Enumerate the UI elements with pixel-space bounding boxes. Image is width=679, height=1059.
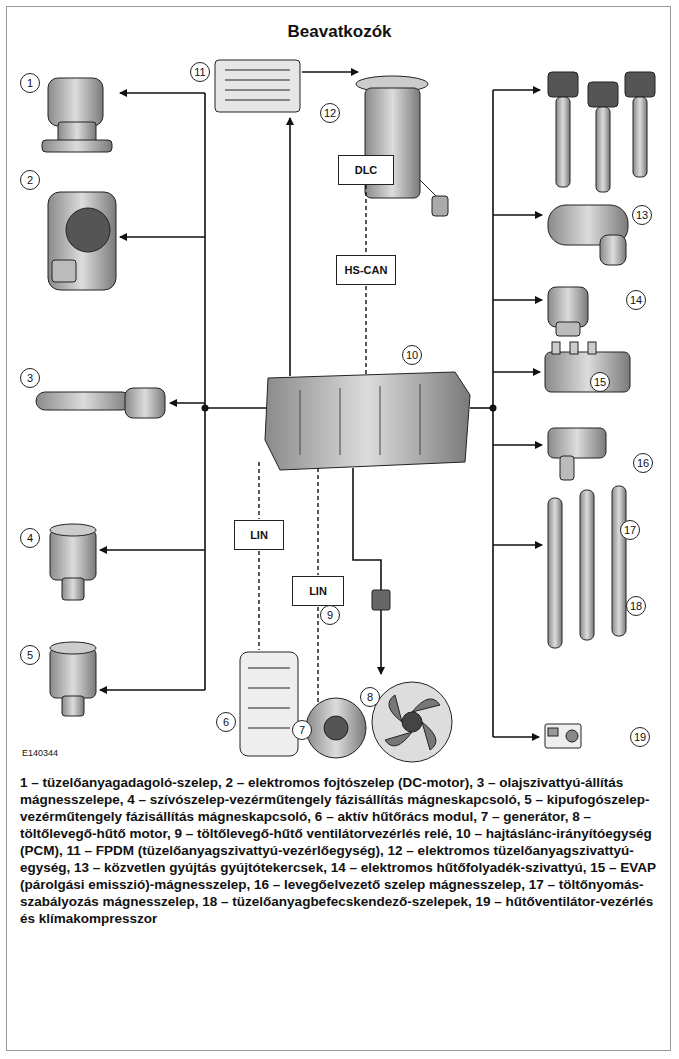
callout-number: 2 (20, 170, 40, 190)
bus-box: DLC (338, 155, 394, 185)
bus-connector (365, 185, 366, 255)
figure-caption: 1 – tüzelőanyagadagoló-szelep, 2 – elekt… (20, 774, 660, 927)
callout-number: 15 (590, 372, 610, 392)
callout-number: 18 (626, 596, 646, 616)
callout-number: 1 (20, 73, 40, 93)
callout-number: 7 (292, 720, 312, 740)
callout-number: 12 (320, 103, 340, 123)
callout-number: 5 (20, 645, 40, 665)
callout-number: 4 (20, 528, 40, 548)
callout-number: 14 (626, 290, 646, 310)
box-label: HS-CAN (345, 264, 388, 276)
callout-number: 16 (633, 453, 653, 473)
callout-number: 17 (620, 520, 640, 540)
bus-box: LIN (234, 520, 284, 550)
callout-number: 19 (630, 727, 650, 747)
box-label: LIN (309, 585, 327, 597)
callout-number: 11 (190, 62, 210, 82)
bus-box: LIN (292, 576, 344, 606)
box-label: DLC (355, 164, 378, 176)
callout-number: 13 (632, 205, 652, 225)
box-label: LIN (250, 529, 268, 541)
callout-number: 8 (360, 687, 380, 707)
callout-number: 6 (216, 712, 236, 732)
figure-code: E140344 (22, 748, 58, 758)
diagram-title: Beavatkozók (0, 22, 679, 42)
callout-number: 9 (320, 605, 340, 625)
callout-number: 10 (402, 345, 422, 365)
bus-box: HS-CAN (336, 255, 396, 285)
callout-number: 3 (20, 368, 40, 388)
